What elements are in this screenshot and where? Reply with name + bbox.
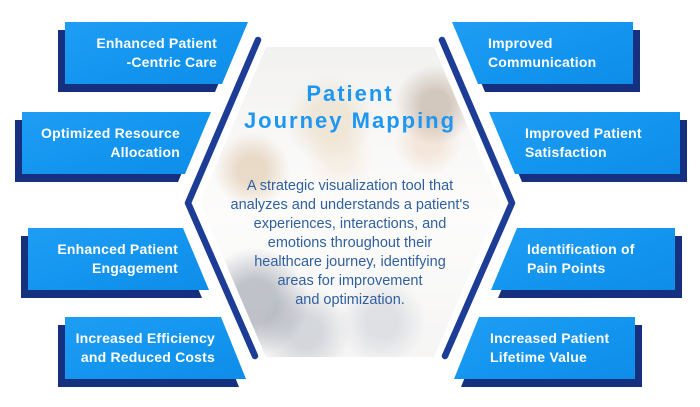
banner-face — [454, 317, 635, 379]
benefit-banner-optimized-resource-allocation: Optimized Resource Allocation — [15, 112, 211, 182]
right-chevron-stroke — [438, 36, 516, 360]
banner-face — [28, 228, 209, 290]
banner-label: Improved Communication — [488, 35, 597, 70]
banner-face — [22, 112, 211, 174]
banner-label: Enhanced Patient Engagement — [57, 241, 178, 276]
benefit-banner-improved-patient-satisfaction: Improved Patient Satisfaction — [489, 112, 687, 182]
banner-face — [489, 112, 680, 174]
hexagon-photo — [200, 47, 500, 357]
benefit-banner-enhanced-patient-centric-care: Enhanced Patient -Centric Care — [58, 22, 248, 92]
benefit-banner-increased-efficiency-reduced-costs: Increased Efficiency and Reduced Costs — [58, 317, 246, 387]
banner-label: Enhanced Patient -Centric Care — [96, 35, 217, 70]
banner-label: Optimized Resource Allocation — [41, 125, 180, 160]
banner-label: Improved Patient Satisfaction — [525, 125, 642, 160]
benefit-banner-improved-communication: Improved Communication — [452, 22, 640, 92]
left-chevron-stroke — [184, 36, 262, 360]
benefit-banner-increased-patient-lifetime-value: Increased Patient Lifetime Value — [454, 317, 642, 387]
banner-face — [491, 228, 675, 290]
banner-face — [452, 22, 633, 84]
banner-label: Increased Efficiency and Reduced Costs — [75, 330, 215, 365]
banner-label: Increased Patient Lifetime Value — [490, 330, 610, 365]
banner-face — [65, 317, 246, 379]
benefit-banner-enhanced-patient-engagement: Enhanced Patient Engagement — [21, 228, 209, 298]
banner-label: Identification of Pain Points — [527, 241, 635, 276]
diagram-description: A strategic visualization tool that anal… — [230, 178, 470, 308]
diagram-title: Patient Journey Mapping — [243, 81, 457, 133]
banner-face — [65, 22, 248, 84]
benefit-banner-identification-of-pain-points: Identification of Pain Points — [491, 228, 682, 298]
